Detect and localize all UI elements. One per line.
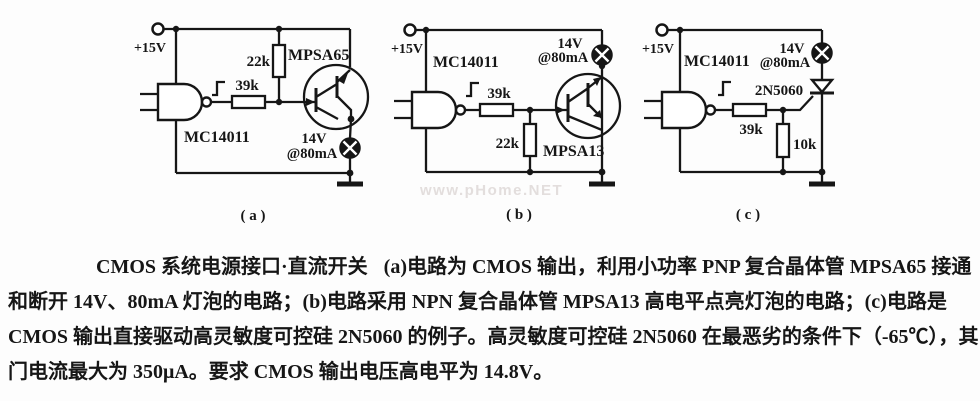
- resistor-10k-label: 10k: [793, 137, 817, 153]
- nand-gate: [644, 90, 717, 130]
- resistor-10k: 10k: [775, 122, 817, 159]
- junction-dots: [676, 26, 826, 176]
- resistor-39k-label: 39k: [487, 86, 511, 102]
- resistor-39k: 39k: [478, 86, 515, 118]
- rising-edge-icon: [466, 81, 479, 98]
- lamp: [591, 44, 613, 66]
- inverter-bubble: [200, 96, 213, 108]
- inverter-bubble: [704, 104, 717, 116]
- lamp: [811, 42, 833, 64]
- lamp-current-label: @80mA: [287, 146, 338, 162]
- subfigure-label-c: ( c ): [736, 207, 760, 223]
- resistor-39k-label: 39k: [235, 78, 259, 94]
- circuit-a-wires: [163, 27, 353, 182]
- caption-title: CMOS 系统电源接口·直流开关: [96, 256, 368, 278]
- rising-edge-icon: [718, 80, 731, 97]
- circuit-figure: +15V MC14011 39k 22k MPSA65: [134, 22, 835, 224]
- lamp-voltage-label: 14V: [780, 41, 806, 57]
- transistor-label: MPSA13: [543, 143, 604, 160]
- lamp-voltage-label: 14V: [302, 131, 328, 147]
- subfigure-label-a: ( a ): [241, 208, 266, 224]
- resistor-39k: 39k: [230, 78, 267, 110]
- caption-line-1-text: (a)电路为 CMOS 输出，利用小功率 PNP 复合晶体管 MPSA65 接通: [383, 256, 972, 278]
- circuit-b: +15V MC14011 39k 22k MPSA13: [391, 23, 622, 223]
- scr-label: 2N5060: [755, 83, 803, 99]
- scr-2n5060: [809, 78, 835, 95]
- ic-label: MC14011: [433, 54, 499, 71]
- lamp-current-label: @80mA: [538, 50, 589, 66]
- transistor-mpsa13: [554, 72, 622, 140]
- ic-label: MC14011: [184, 129, 250, 146]
- circuit-a: +15V MC14011 39k 22k MPSA65: [134, 22, 370, 224]
- inverter-bubble: [454, 104, 467, 116]
- resistor-22k: 22k: [496, 122, 538, 158]
- watermark: www.pHome.NET: [420, 182, 564, 199]
- lamp: [339, 137, 361, 159]
- transistor-label: MPSA65: [288, 47, 349, 64]
- resistor-22k-label: 22k: [247, 54, 271, 70]
- lamp-current-label: @80mA: [760, 55, 811, 71]
- lamp-voltage-label: 14V: [558, 36, 584, 52]
- caption-line-1: CMOS 系统电源接口·直流开关 (a)电路为 CMOS 输出，利用小功率 PNP…: [8, 250, 974, 285]
- transistor-mpsa65: [302, 63, 370, 131]
- supply-terminal: [151, 22, 165, 36]
- supply-label: +15V: [642, 42, 674, 57]
- supply-terminal: [655, 23, 669, 37]
- resistor-22k-label: 22k: [496, 136, 520, 152]
- supply-label: +15V: [391, 42, 423, 57]
- base-arrow: [556, 106, 565, 114]
- junction-dots: [422, 26, 606, 176]
- nand-gate: [394, 90, 467, 130]
- ic-label: MC14011: [684, 53, 750, 70]
- supply-terminal: [403, 23, 417, 37]
- supply-label: +15V: [134, 41, 166, 56]
- rising-edge-icon: [212, 80, 225, 97]
- caption-line-4: 门电流最大为 350μA。要求 CMOS 输出电压高电平为 14.8V。: [8, 361, 554, 383]
- circuit-c: +15V MC14011 39k 10k 2N5060 14V @80mA: [642, 23, 835, 223]
- resistor-39k-label: 39k: [739, 122, 763, 138]
- figure-caption: CMOS 系统电源接口·直流开关 (a)电路为 CMOS 输出，利用小功率 PNP…: [8, 250, 979, 390]
- nand-gate: [140, 82, 213, 122]
- junction-dots: [172, 25, 355, 177]
- subfigure-label-b: ( b ): [506, 207, 532, 223]
- resistor-22k: 22k: [247, 43, 287, 79]
- caption-line-2: 和断开 14V、80mA 灯泡的电路；(b)电路采用 NPN 复合晶体管 MPS…: [8, 291, 947, 313]
- caption-line-3: CMOS 输出直接驱动高灵敏度可控硅 2N5060 的例子。高灵敏度可控硅 2N…: [8, 326, 979, 348]
- circuit-c-wires: [668, 28, 824, 182]
- resistor-39k: 39k: [731, 102, 768, 138]
